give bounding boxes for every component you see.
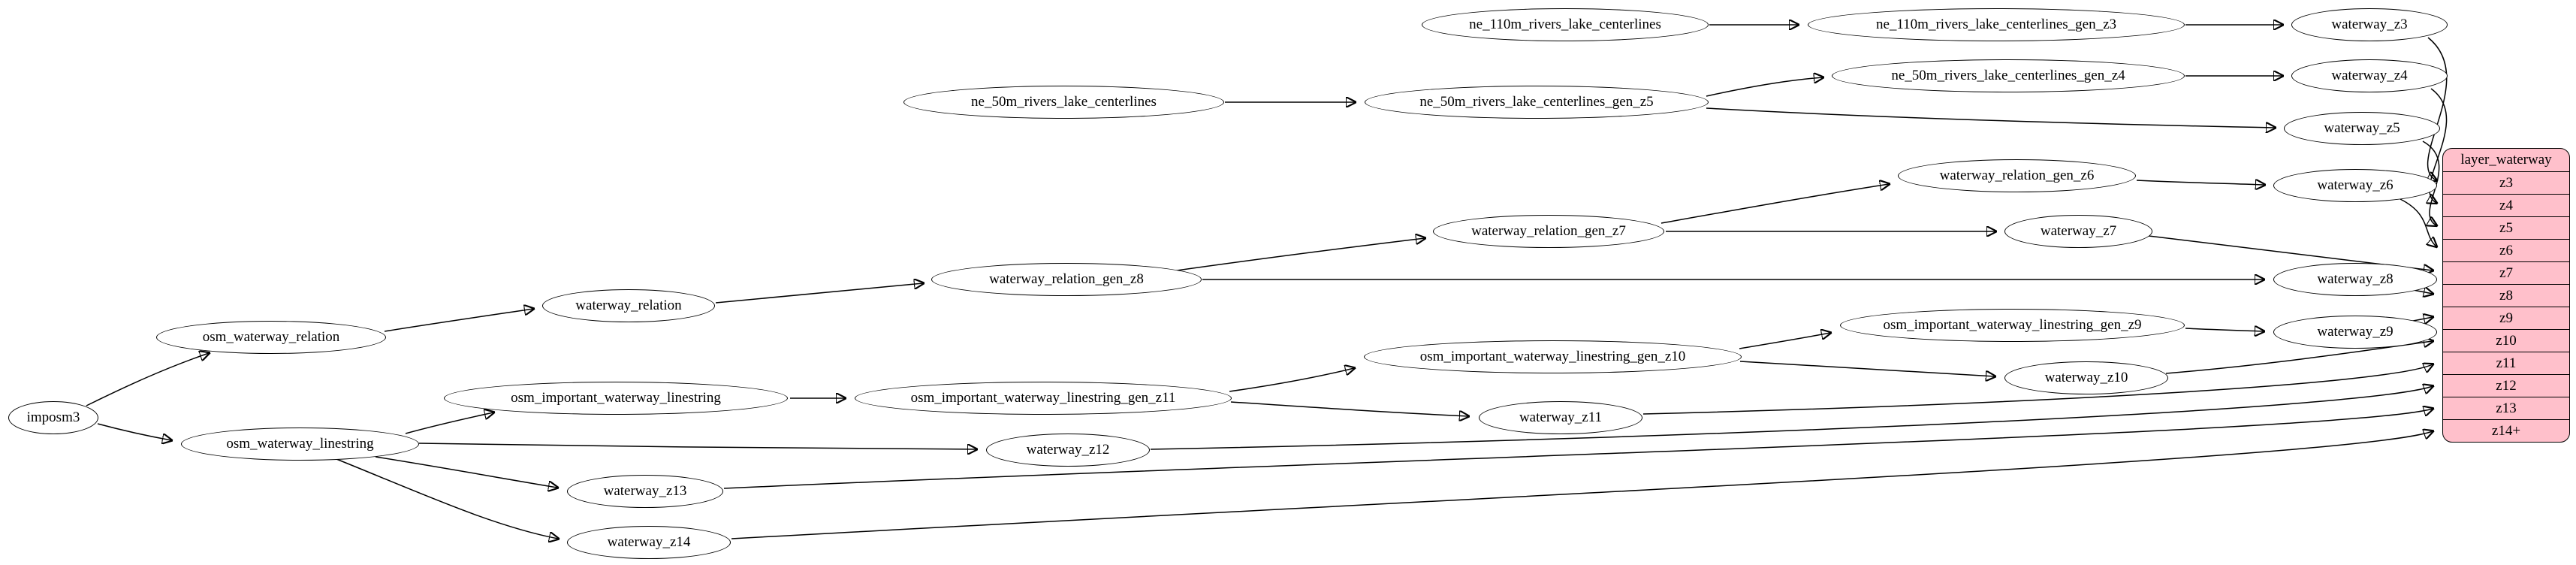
node-osm-important-waterway-linestring: osm_important_waterway_linestring <box>444 382 788 415</box>
node-ne-110m-rivers-lake-centerlines: ne_110m_rivers_lake_centerlines <box>1422 8 1709 41</box>
table-row-z6: z6 <box>2443 239 2569 261</box>
table-row-z3: z3 <box>2443 171 2569 194</box>
node-waterway-z11: waterway_z11 <box>1479 401 1642 434</box>
edge-gen-z11-to-gen-z10 <box>1229 368 1354 392</box>
edge-owl-to-waterway-z13 <box>375 456 557 488</box>
node-waterway-z4: waterway_z4 <box>2291 59 2448 92</box>
edge-waterway-z12-to-row-z12 <box>1150 386 2433 450</box>
node-ne-50m-gen-z5: ne_50m_rivers_lake_centerlines_gen_z5 <box>1365 86 1709 119</box>
node-waterway-z8: waterway_z8 <box>2273 263 2437 296</box>
node-waterway-z5: waterway_z5 <box>2284 112 2440 145</box>
node-waterway-z3: waterway_z3 <box>2291 8 2448 41</box>
table-row-z9: z9 <box>2443 307 2569 329</box>
node-waterway-z10: waterway_z10 <box>2004 361 2168 394</box>
edge-gen-z7-to-gen-z6 <box>1661 184 1889 224</box>
edge-gen-z5-to-gen-z4 <box>1706 77 1823 97</box>
edge-gen-z9-to-waterway-z9 <box>2185 328 2264 331</box>
node-waterway-z13: waterway_z13 <box>567 475 723 508</box>
table-layer-waterway: layer_waterway z3 z4 z5 z6 z7 z8 z9 z10 … <box>2442 148 2570 443</box>
node-oiwl-gen-z9: osm_important_waterway_linestring_gen_z9 <box>1840 309 2185 342</box>
table-row-z11: z11 <box>2443 352 2569 374</box>
node-waterway-relation-gen-z8: waterway_relation_gen_z8 <box>931 263 1202 296</box>
edge-owl-to-oiwl <box>405 412 493 434</box>
node-waterway-relation: waterway_relation <box>542 289 715 322</box>
table-row-z4: z4 <box>2443 194 2569 216</box>
table-row-z7: z7 <box>2443 261 2569 284</box>
node-waterway-z9: waterway_z9 <box>2273 316 2437 349</box>
node-waterway-z12: waterway_z12 <box>986 434 1150 467</box>
edge-gen-z11-to-waterway-z11 <box>1230 401 1468 416</box>
edge-waterway-z3-to-row-z3 <box>2428 37 2448 180</box>
edge-gen-z8-to-gen-z7 <box>1171 238 1425 272</box>
table-row-z14: z14+ <box>2443 419 2569 442</box>
node-ne-110m-gen-z3: ne_110m_rivers_lake_centerlines_gen_z3 <box>1808 8 2185 41</box>
edge-gen-z5-to-waterway-z5 <box>1706 107 2275 128</box>
node-waterway-relation-gen-z6: waterway_relation_gen_z6 <box>1898 159 2136 192</box>
node-oiwl-gen-z10: osm_important_waterway_linestring_gen_z1… <box>1364 340 1742 373</box>
node-oiwl-gen-z11: osm_important_waterway_linestring_gen_z1… <box>855 382 1232 415</box>
edge-imposm3-to-osm-waterway-linestring <box>97 423 171 440</box>
table-row-z10: z10 <box>2443 329 2569 352</box>
edge-owl-to-waterway-z14 <box>336 458 558 539</box>
node-ne-50m-gen-z4: ne_50m_rivers_lake_centerlines_gen_z4 <box>1832 59 2185 92</box>
node-waterway-z7: waterway_z7 <box>2004 215 2152 248</box>
node-osm-waterway-relation: osm_waterway_relation <box>156 321 386 354</box>
node-imposm3: imposm3 <box>8 401 98 434</box>
edge-waterway-relation-to-gen-z8 <box>715 283 923 304</box>
node-ne-50m-rivers-lake-centerlines: ne_50m_rivers_lake_centerlines <box>903 86 1224 119</box>
table-row-z8: z8 <box>2443 284 2569 307</box>
edge-waterway-z14-to-row-z14 <box>731 431 2433 539</box>
edge-imposm3-to-osm-waterway-relation <box>86 353 209 406</box>
edge-waterway-z11-to-row-z11 <box>1642 364 2433 415</box>
node-waterway-z6: waterway_z6 <box>2273 169 2437 202</box>
edge-waterway-z6-to-row-z6 <box>2400 198 2436 246</box>
edge-gen-z10-to-waterway-z10 <box>1739 361 1995 376</box>
table-row-z12: z12 <box>2443 374 2569 397</box>
node-waterway-relation-gen-z7: waterway_relation_gen_z7 <box>1433 215 1664 248</box>
edge-owl-to-waterway-z12 <box>418 443 976 449</box>
node-waterway-z14: waterway_z14 <box>567 526 731 559</box>
edge-osm-waterway-relation-to-waterway-relation <box>384 309 533 332</box>
table-row-z13: z13 <box>2443 397 2569 419</box>
edge-gen-z10-to-gen-z9 <box>1739 333 1830 349</box>
table-header: layer_waterway <box>2460 152 2552 168</box>
table-row-z5: z5 <box>2443 216 2569 239</box>
node-osm-waterway-linestring: osm_waterway_linestring <box>181 428 419 461</box>
edge-waterway-z13-to-row-z13 <box>723 409 2433 489</box>
edge-gen-z6-to-waterway-z6 <box>2136 180 2264 185</box>
edge-waterway-z4-to-row-z4 <box>2430 88 2448 203</box>
